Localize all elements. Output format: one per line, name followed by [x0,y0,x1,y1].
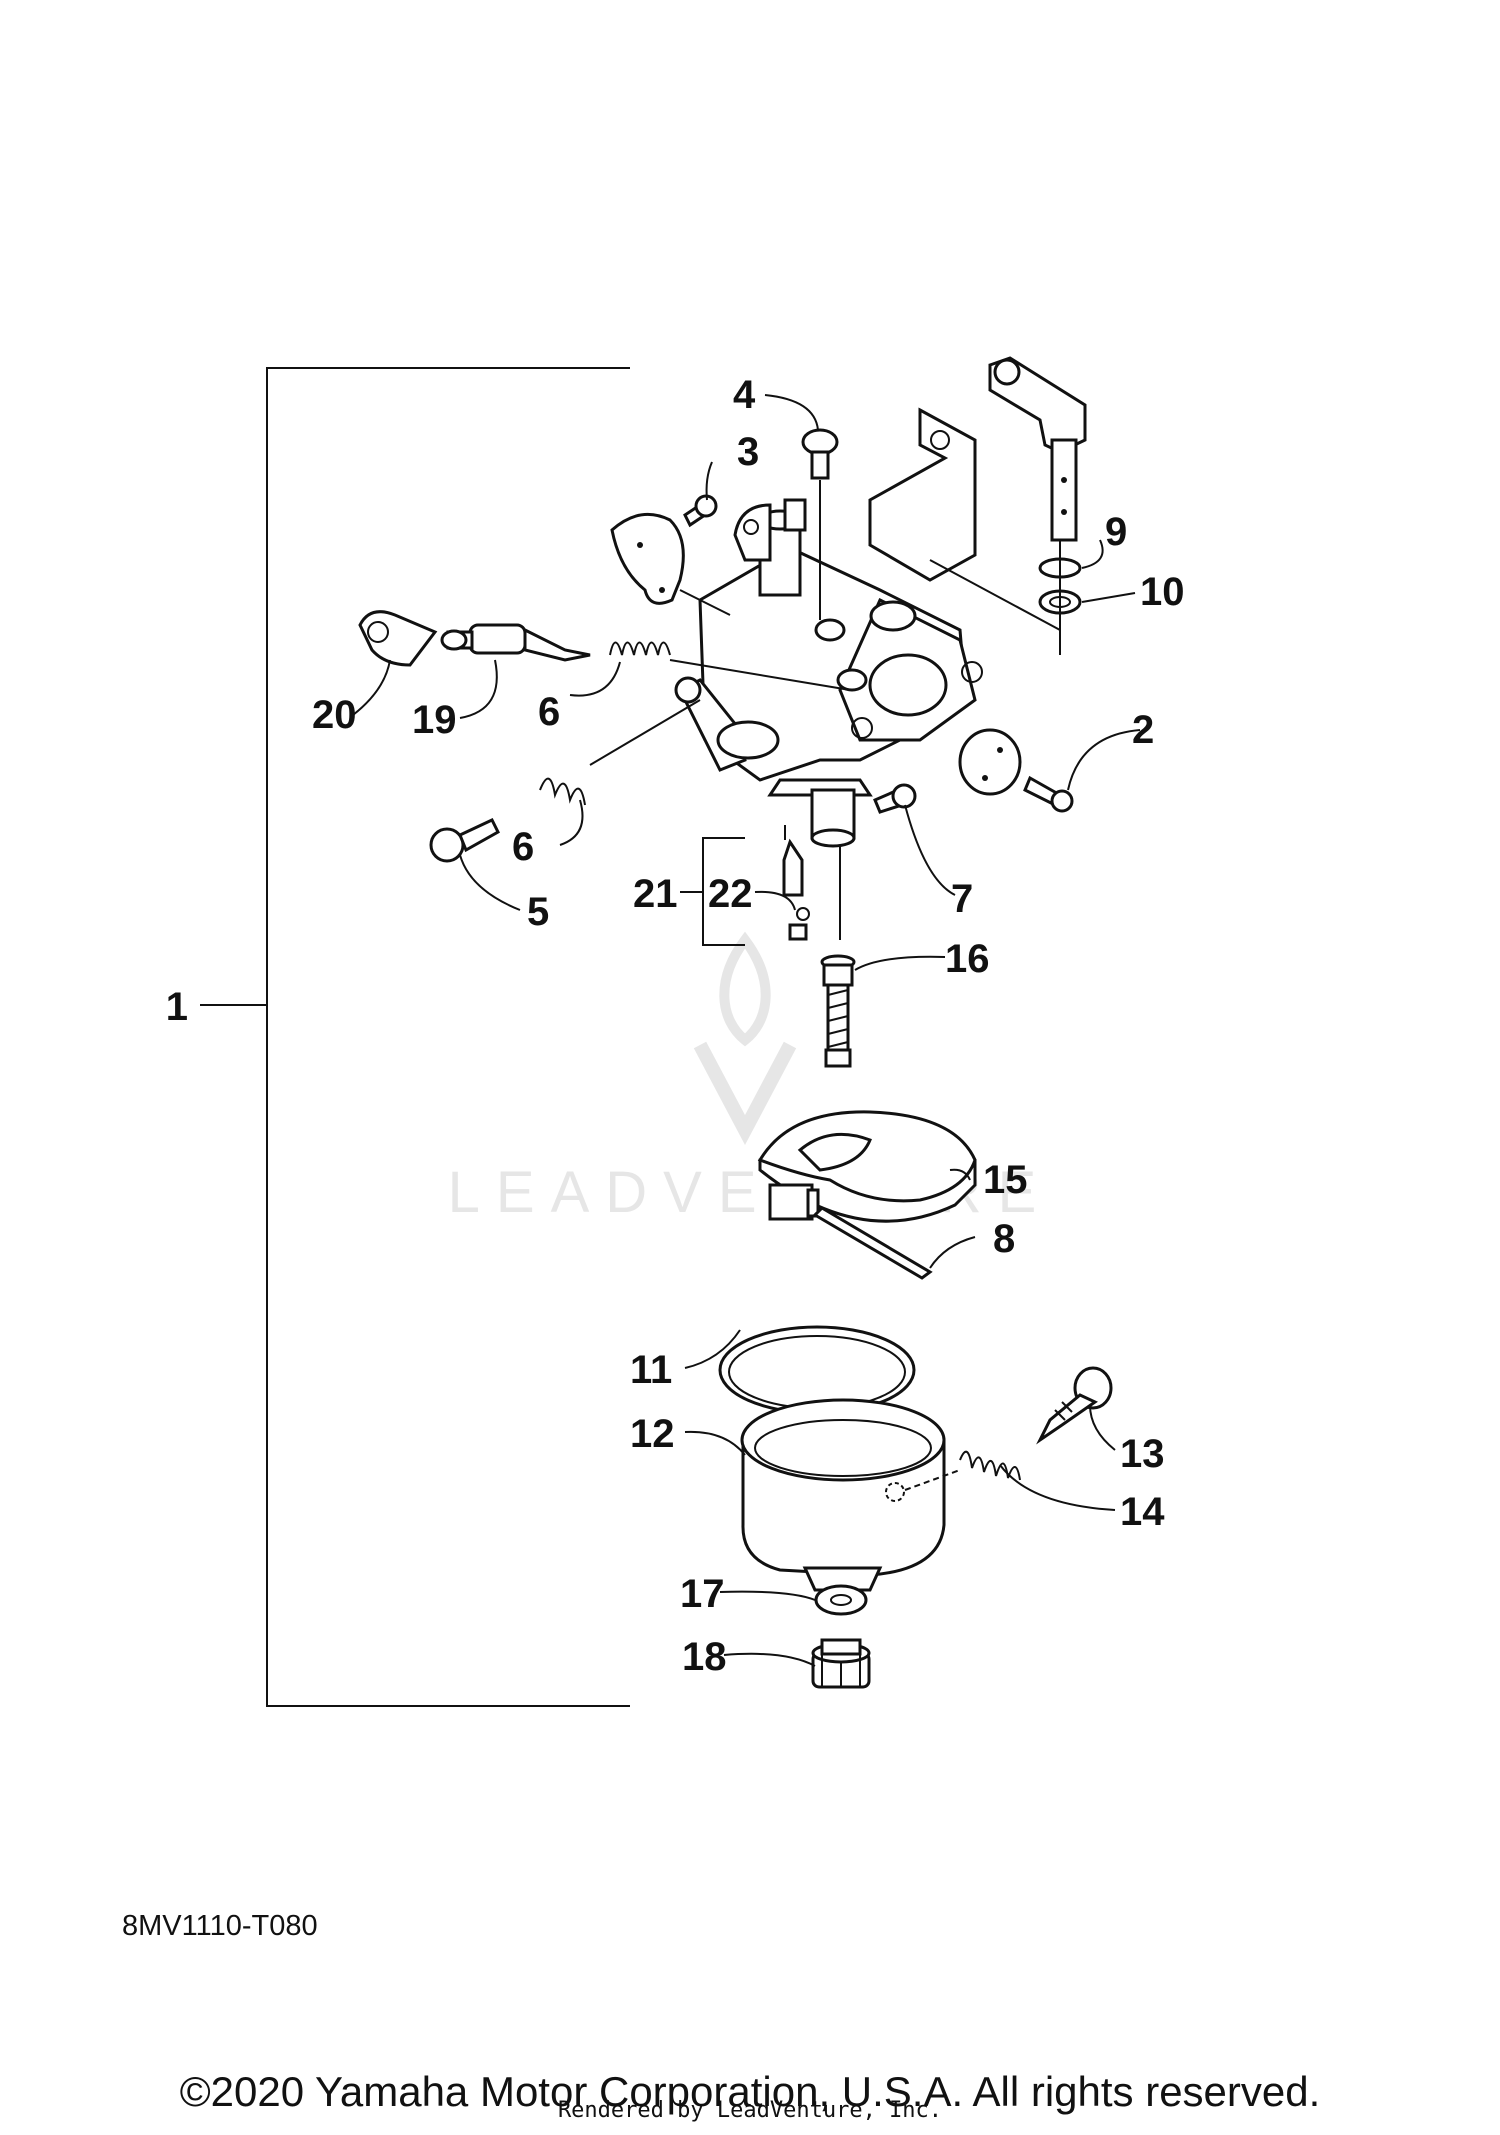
callout-11: 11 [630,1348,672,1392]
callout-labels: 1 2 3 4 5 6 6 7 8 9 10 11 12 13 14 15 16… [166,373,1185,1679]
screw-7-part [873,783,917,814]
rendered-by-notice: Rendered by LeadVenture, Inc. [557,2098,943,2123]
carburetor-body-part [674,498,983,848]
choke-plate-part [610,512,685,605]
needle-valve-22-part [782,838,810,941]
float-15-part [757,1110,977,1223]
washer-17-part [814,1584,868,1616]
figure-code: 8MV1110-T080 [122,1910,318,1942]
callout-2: 2 [1132,708,1154,752]
callout-17: 17 [680,1572,725,1616]
callout-7: 7 [951,877,973,921]
pin-8-part [812,1206,933,1280]
cap-20-part [358,610,438,667]
callout-3: 3 [737,430,759,474]
screw-5-part [429,818,500,863]
spring-6b-part [539,777,586,806]
callout-5: 5 [527,890,549,934]
float-bowl-12-part [740,1398,946,1592]
throttle-plate-part [958,728,1022,796]
spring-6a-part [609,641,671,656]
callout-14: 14 [1120,1490,1165,1534]
callout-15: 15 [983,1158,1028,1202]
watermark-flame-icon [719,931,771,1047]
callout-22: 22 [708,872,753,916]
drain-bolt-18-part [811,1638,871,1689]
callout-12: 12 [630,1412,675,1456]
assembly-bracket [200,367,630,1707]
screw-13-part [1036,1366,1113,1445]
callout-18: 18 [682,1635,727,1679]
callout-10: 10 [1140,570,1185,614]
screw-4-part [801,428,839,480]
watermark-v-icon [693,1041,797,1145]
callout-13: 13 [1120,1432,1165,1476]
callout-16: 16 [945,937,990,981]
choke-bracket-part [868,407,977,582]
main-jet-16-part [820,954,856,1068]
callout-21: 21 [633,872,678,916]
copyright-notice: ©2020 Yamaha Motor Corporation, U.S.A. A… [179,2068,1321,2115]
throttle-lever-part [988,356,1087,542]
callout-9: 9 [1105,510,1127,554]
callout-6-lower: 6 [512,825,534,869]
callout-1: 1 [166,985,188,1029]
callout-20: 20 [312,693,357,737]
callout-8: 8 [993,1217,1015,1261]
callout-19: 19 [412,698,457,742]
callout-4: 4 [733,373,756,417]
callout-6-upper: 6 [538,690,560,734]
needle-19-part [440,623,591,662]
